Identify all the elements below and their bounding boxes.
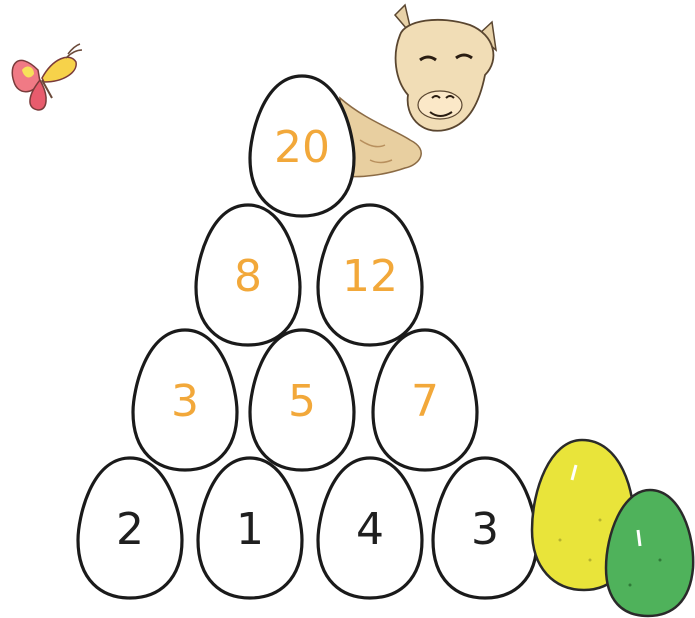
egg-number: 4 (356, 504, 384, 555)
pyramid-egg: 4 (318, 458, 422, 598)
pyramid-egg: 1 (198, 458, 302, 598)
pyramid-egg: 7 (373, 330, 477, 470)
pyramid-egg: 2 (78, 458, 182, 598)
egg-number: 7 (411, 376, 439, 427)
pyramid-egg: 3 (433, 458, 537, 598)
egg-number: 3 (171, 376, 199, 427)
egg-number: 5 (288, 376, 316, 427)
number-pyramid: 20 8 12 3 5 7 2 1 4 3 (78, 76, 537, 598)
pyramid-egg: 12 (318, 205, 422, 345)
pyramid-egg: 8 (196, 205, 300, 345)
egg-number: 2 (116, 504, 144, 555)
egg-number: 1 (236, 504, 264, 555)
egg-number: 20 (274, 122, 330, 173)
pyramid-egg: 20 (250, 76, 354, 216)
egg-number: 8 (234, 251, 262, 302)
pyramid-egg: 3 (133, 330, 237, 470)
egg-number: 12 (342, 251, 398, 302)
alpaca-illustration (340, 5, 496, 177)
egg-number: 3 (471, 504, 499, 555)
pyramid-egg: 5 (250, 330, 354, 470)
butterfly-illustration (12, 44, 82, 110)
